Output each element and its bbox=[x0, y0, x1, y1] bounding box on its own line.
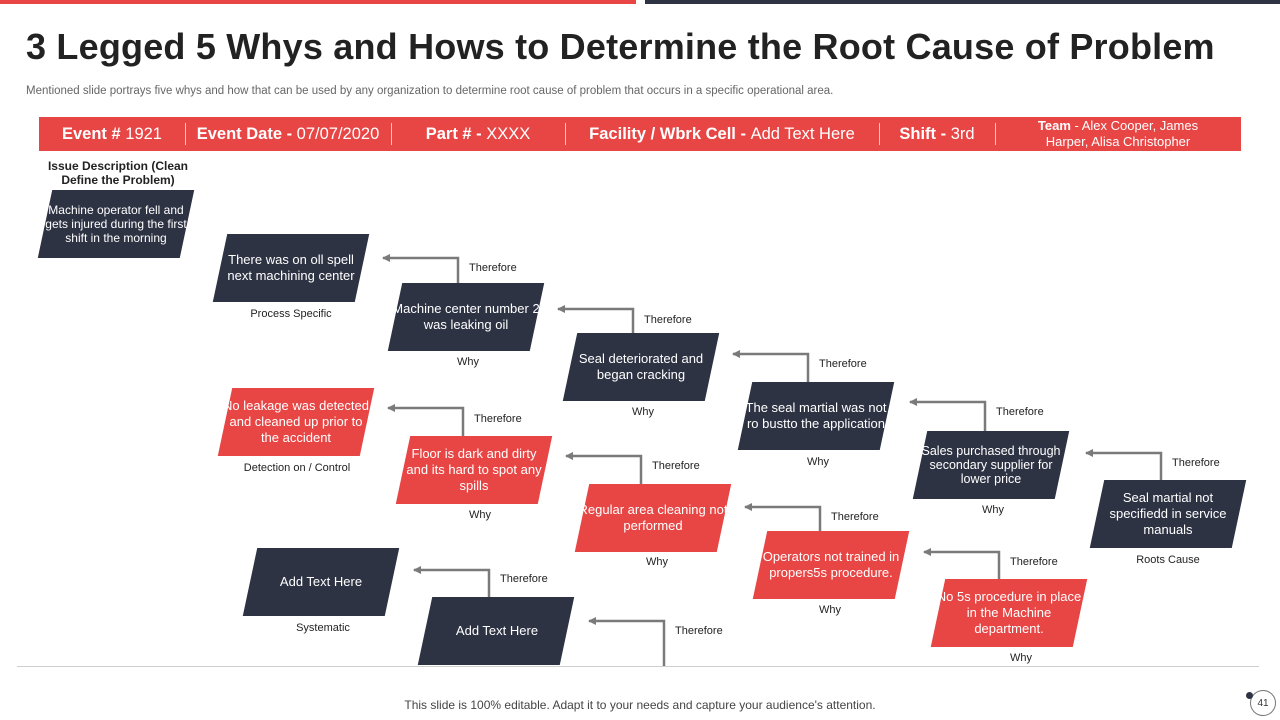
why-text-8: No 5s procedure in place in the Machine … bbox=[936, 589, 1082, 636]
event-number-value: 1921 bbox=[125, 124, 162, 143]
banner-divider bbox=[565, 123, 566, 145]
team-label: Team bbox=[1037, 118, 1071, 133]
part-number-value: XXXX bbox=[486, 124, 531, 143]
why-text-5: Floor is dark and dirty and its hard to … bbox=[406, 446, 542, 493]
issue-description-text: Machine operator fell and gets injured d… bbox=[45, 203, 187, 245]
event-date-value: 07/07/2020 bbox=[296, 124, 380, 143]
why-text-2: Seal deteriorated and began cracking bbox=[578, 351, 704, 382]
why-label-8: Why bbox=[1010, 652, 1032, 664]
systematic-label: Systematic bbox=[296, 622, 350, 634]
bottom-divider bbox=[17, 666, 1259, 667]
therefore-label: Therefore bbox=[1010, 556, 1058, 568]
therefore-label: Therefore bbox=[1172, 457, 1220, 469]
therefore-label: Therefore bbox=[675, 625, 723, 637]
page-number: 41 bbox=[1250, 690, 1276, 716]
why-text-6: Regular area cleaning not performed bbox=[578, 502, 728, 533]
therefore-label: Therefore bbox=[996, 406, 1044, 418]
part-number-label: Part # - bbox=[425, 124, 482, 143]
event-date-label: Event Date - bbox=[196, 124, 293, 143]
event-banner: Event # 1921 Event Date - 07/07/2020 Par… bbox=[39, 117, 1241, 151]
why-label-2: Why bbox=[632, 406, 654, 418]
detection-label: Detection on / Control bbox=[243, 462, 351, 474]
team-cell: Team - Alex Cooper, James Harper, Alisa … bbox=[995, 117, 1241, 151]
therefore-label: Therefore bbox=[831, 511, 879, 523]
issue-description-heading: Issue Description (Clean Define the Prob… bbox=[47, 159, 189, 187]
root-cause-label: Roots Cause bbox=[1136, 554, 1200, 566]
banner-divider bbox=[391, 123, 392, 145]
top-accent-bar-red bbox=[0, 0, 636, 4]
shift-label: Shift - bbox=[899, 124, 947, 143]
facility-value: Add Text Here bbox=[750, 124, 855, 143]
event-date-cell: Event Date - 07/07/2020 bbox=[185, 117, 391, 151]
process-specific-text: There was on oll spell next machining ce… bbox=[227, 252, 355, 283]
team-value: - Alex Cooper, James Harper, Alisa Chris… bbox=[1045, 118, 1199, 149]
facility-label: Facility / Wbrk Cell - bbox=[589, 124, 746, 143]
page-title: 3 Legged 5 Whys and Hows to Determine th… bbox=[26, 26, 1215, 67]
event-number-cell: Event # 1921 bbox=[39, 117, 185, 151]
banner-divider bbox=[879, 123, 880, 145]
shift-cell: Shift - 3rd bbox=[879, 117, 995, 151]
page-number-dot bbox=[1246, 692, 1253, 699]
why-label-6: Why bbox=[646, 556, 668, 568]
footer-note: This slide is 100% editable. Adapt it to… bbox=[404, 698, 876, 712]
root-cause-text: Seal martial not specifiedd in service m… bbox=[1109, 490, 1227, 537]
therefore-label: Therefore bbox=[474, 413, 522, 425]
therefore-label: Therefore bbox=[500, 573, 548, 585]
part-number-cell: Part # - XXXX bbox=[391, 117, 565, 151]
why-text-7: Operators not trained in propers5s proce… bbox=[762, 549, 900, 580]
why-text-4: Sales purchased through secondary suppli… bbox=[921, 444, 1061, 486]
therefore-label: Therefore bbox=[469, 262, 517, 274]
therefore-label: Therefore bbox=[652, 460, 700, 472]
banner-divider bbox=[185, 123, 186, 145]
why-label-4: Why bbox=[982, 504, 1004, 516]
banner-divider bbox=[995, 123, 996, 145]
facility-cell: Facility / Wbrk Cell - Add Text Here bbox=[565, 117, 879, 151]
why-text-3: The seal martial was not ro bustto the a… bbox=[745, 400, 887, 431]
event-number-label: Event # bbox=[61, 124, 121, 143]
detection-text: No leakage was detected and cleaned up p… bbox=[223, 398, 369, 445]
top-accent-bar-dark bbox=[645, 0, 1280, 4]
process-specific-label: Process Specific bbox=[250, 308, 332, 320]
systematic-text: Add Text Here bbox=[279, 574, 363, 589]
why-label-7: Why bbox=[819, 604, 841, 616]
why-label-1: Why bbox=[457, 356, 479, 368]
systematic-why-text: Add Text Here bbox=[455, 623, 539, 638]
shift-value: 3rd bbox=[950, 124, 975, 143]
why-label-3: Why bbox=[807, 456, 829, 468]
why-text-1: Machine center number 2 was leaking oil bbox=[392, 301, 540, 332]
therefore-label: Therefore bbox=[644, 314, 692, 326]
therefore-label: Therefore bbox=[819, 358, 867, 370]
page-subtitle: Mentioned slide portrays five whys and h… bbox=[26, 85, 834, 97]
why-label-5: Why bbox=[469, 509, 491, 521]
